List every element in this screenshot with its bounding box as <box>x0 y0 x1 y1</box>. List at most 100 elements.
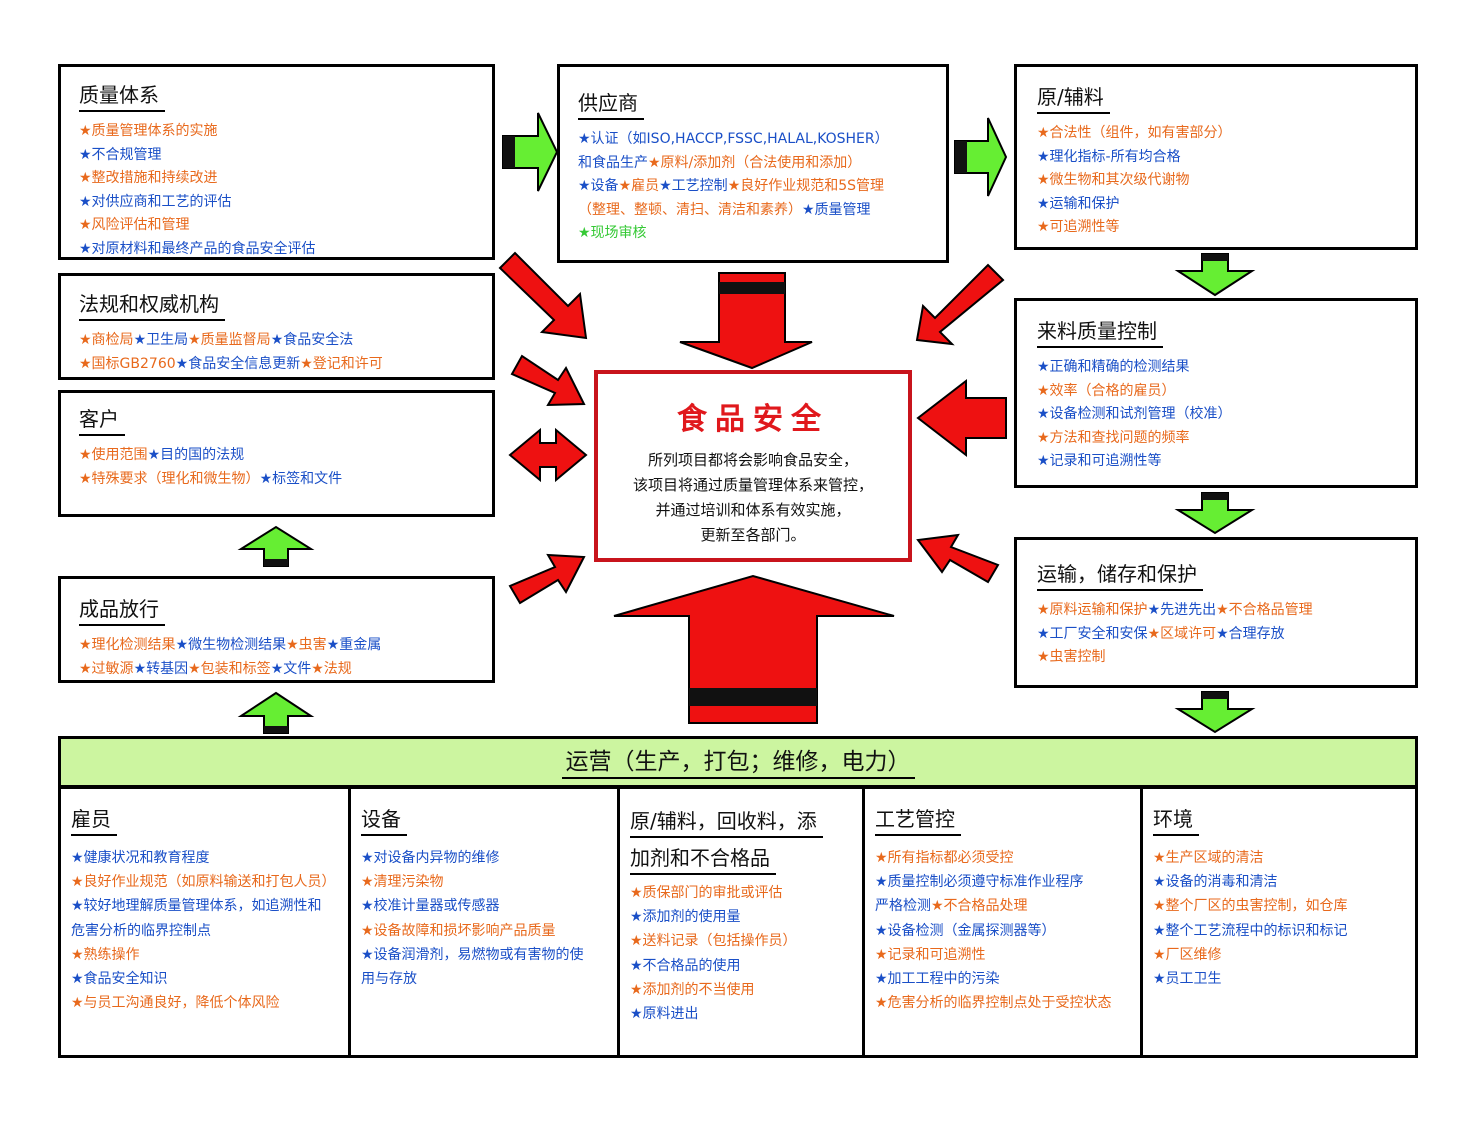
list-item: ★登记和许可 <box>300 355 383 372</box>
ops-equipment-list: ★对设备内异物的维修★清理污染物★校准计量器或传感器★设备故障和损坏影响产品质量… <box>361 846 607 991</box>
red-arrow-iqc-left <box>916 378 1007 458</box>
list-item: ★效率（合格的雇员） <box>1037 382 1176 399</box>
list-item: ★设备故障和损坏影响产品质量 <box>361 922 556 939</box>
list-item: ★风险评估和管理 <box>79 217 190 233</box>
list-item: ★食品安全法 <box>270 332 354 348</box>
list-item: ★商检局 <box>79 332 134 348</box>
ops-equipment-title: 设备 <box>361 803 407 836</box>
list-item: 用与存放 <box>361 971 417 988</box>
list-item: ★现场审核 <box>578 225 647 241</box>
green-arrow-supplier-to-raw <box>954 117 1008 197</box>
list-item: ★员工卫生 <box>1153 971 1222 988</box>
green-arrow-release-to-customer <box>237 525 315 567</box>
list-item: ★设备润滑剂，易燃物或有害物的使 <box>361 946 584 963</box>
food-safety-line-2: 该项目将通过质量管理体系来管控， <box>632 476 873 494</box>
list-item: ★设备 <box>578 178 619 194</box>
quality-system-title: 质量体系 <box>79 79 165 112</box>
list-item: ★食品安全知识 <box>71 971 168 988</box>
raw-material-list: ★合法性（组件，如有害部分）★理化指标-所有均合格★微生物和其次级代谢物★运输和… <box>1037 122 1415 240</box>
list-item: ★添加剂的不当使用 <box>630 981 755 998</box>
list-line: ★过敏源★转基因★包装和标签★文件★法规 <box>79 658 492 682</box>
list-item: ★使用范围 <box>79 447 148 463</box>
ops-column-environment: 环境 ★生产区域的清洁★设备的消毒和清洁★整个厂区的虫害控制，如仓库★整个工艺流… <box>1140 786 1418 1058</box>
list-item: ★方法和查找问题的频率 <box>1037 429 1190 446</box>
list-item: ★转基因 <box>133 660 189 677</box>
list-line: ★现场审核 <box>578 222 946 246</box>
list-item: ★整改措施和持续改进 <box>79 170 218 186</box>
customer-box: 客户 ★使用范围★目的国的法规★特殊要求（理化和微生物）★标签和文件 <box>58 390 495 517</box>
list-item: ★雇员 <box>618 178 660 194</box>
supplier-title: 供应商 <box>578 87 644 120</box>
list-item: ★重金属 <box>326 637 382 653</box>
list-item: ★所有指标都必须受控 <box>875 850 1014 866</box>
red-arrow-transport-diag <box>916 533 1000 584</box>
food-safety-line-1: 所列项目都将会影响食品安全， <box>647 451 858 469</box>
customer-list: ★使用范围★目的国的法规★特殊要求（理化和微生物）★标签和文件 <box>79 444 492 491</box>
food-safety-title: 食品安全 <box>677 402 829 437</box>
list-item: ★认证（如ISO,HACCP,FSSC,HALAL,KOSHER） <box>578 131 889 147</box>
quality-system-box: 质量体系 ★质量管理体系的实施★不合规管理★整改措施和持续改进★对供应商和工艺的… <box>58 64 495 260</box>
food-safety-line-3: 并通过培训和体系有效实施， <box>655 501 851 519</box>
list-item: ★原料进出 <box>630 1006 699 1023</box>
list-item: ★卫生局 <box>133 332 189 348</box>
list-item: ★设备检测（金属探测器等） <box>875 922 1056 939</box>
list-item: ★微生物和其次级代谢物 <box>1037 172 1190 188</box>
list-item: ★合法性（组件，如有害部分） <box>1037 125 1232 141</box>
list-item: ★良好作业规范（如原料输送和打包人员） <box>71 874 336 891</box>
list-item: 危害分析的临界控制点 <box>71 922 211 939</box>
list-item: ★对供应商和工艺的评估 <box>79 193 232 210</box>
green-arrow-iqc-to-transport <box>1174 492 1256 535</box>
list-line: ★使用范围★目的国的法规 <box>79 444 492 468</box>
list-item: ★熟练操作 <box>71 946 140 963</box>
ops-materials-title-2: 加剂和不合格品 <box>630 842 776 875</box>
raw-material-title: 原/辅料 <box>1037 81 1110 114</box>
red-arrow-release-diag <box>508 553 586 605</box>
list-item: ★标签和文件 <box>259 470 343 487</box>
list-item: ★清理污染物 <box>361 874 444 891</box>
list-item: ★文件 <box>270 660 312 677</box>
incoming-qc-box: 来料质量控制 ★正确和精确的检测结果★效率（合格的雇员）★设备检测和试剂管理（校… <box>1014 298 1418 488</box>
list-line: ★原料运输和保护★先进先出★不合格品管理 <box>1037 599 1415 623</box>
red-arrow-raw-diag <box>915 263 1005 346</box>
food-safety-center-box: 食品安全 所列项目都将会影响食品安全， 该项目将通过质量管理体系来管控， 并通过… <box>594 370 912 562</box>
list-item: ★特殊要求（理化和微生物） <box>79 470 260 487</box>
list-item: ★良好作业规范和5S管理 <box>727 178 885 194</box>
list-item: ★不合格品处理 <box>931 898 1028 915</box>
list-item: ★送料记录（包括操作员） <box>630 933 797 950</box>
ops-process-list: ★所有指标都必须受控 ★质量控制必须遵守标准作业程序严格检测★不合格品处理 ★设备检… <box>875 846 1130 1015</box>
customer-title: 客户 <box>79 403 125 436</box>
regulations-list: ★商检局★卫生局★质量监督局★食品安全法 ★国标GB2760★食品安全信息更新★登… <box>79 329 492 376</box>
list-line: ★设备检测（金属探测器等） <box>875 919 1130 943</box>
transport-list: ★原料运输和保护★先进先出★不合格品管理★工厂安全和安保★区域许可★合理存放★虫… <box>1037 599 1415 670</box>
list-item: ★与员工沟通良好，降低个体风险 <box>71 995 280 1012</box>
list-item: ★原料运输和保护 <box>1037 602 1148 618</box>
list-item: ★质保部门的审批或评估 <box>630 885 783 901</box>
ops-materials-title: 原/辅料，回收料，添 <box>630 805 823 838</box>
list-item: ★区域许可 <box>1147 625 1217 642</box>
incoming-qc-title: 来料质量控制 <box>1037 315 1163 348</box>
list-line: 严格检测★不合格品处理 <box>875 894 1130 918</box>
list-item: ★质量控制必须遵守标准作业程序 <box>875 874 1084 891</box>
list-item: ★国标GB2760 <box>79 355 176 372</box>
list-item: ★质量监督局 <box>188 332 271 348</box>
ops-materials-list: ★质保部门的审批或评估★添加剂的使用量★送料记录（包括操作员）★不合格品的使用★… <box>630 881 852 1026</box>
operations-title: 运营（生产，打包；维修，电力） <box>561 749 915 779</box>
green-arrow-quality-to-supplier <box>502 112 559 192</box>
list-line: （整理、整顿、清扫、清洁和素养）★质量管理 <box>578 199 946 223</box>
list-line: ★特殊要求（理化和微生物）★标签和文件 <box>79 468 492 492</box>
ops-environment-title: 环境 <box>1153 803 1199 836</box>
list-item: ★记录和可追溯性 <box>875 946 986 963</box>
list-item: ★食品安全信息更新 <box>175 355 301 372</box>
red-arrow-customer-double <box>508 427 588 483</box>
list-item: ★危害分析的临界控制点处于受控状态 <box>875 995 1112 1012</box>
ops-column-materials: 原/辅料，回收料，添 加剂和不合格品 ★质保部门的审批或评估★添加剂的使用量★送… <box>617 786 865 1058</box>
list-line: ★加工工程中的污染 <box>875 967 1130 991</box>
list-item: ★厂区维修 <box>1153 946 1222 963</box>
list-item: 和食品生产 <box>578 154 648 171</box>
quality-system-list: ★质量管理体系的实施★不合规管理★整改措施和持续改进★对供应商和工艺的评估★风险… <box>79 120 492 261</box>
list-line: ★记录和可追溯性 <box>875 943 1130 967</box>
incoming-qc-list: ★正确和精确的检测结果★效率（合格的雇员）★设备检测和试剂管理（校准）★方法和查… <box>1037 356 1415 474</box>
list-item: ★目的国的法规 <box>147 447 245 463</box>
ops-process-title: 工艺管控 <box>875 803 961 836</box>
